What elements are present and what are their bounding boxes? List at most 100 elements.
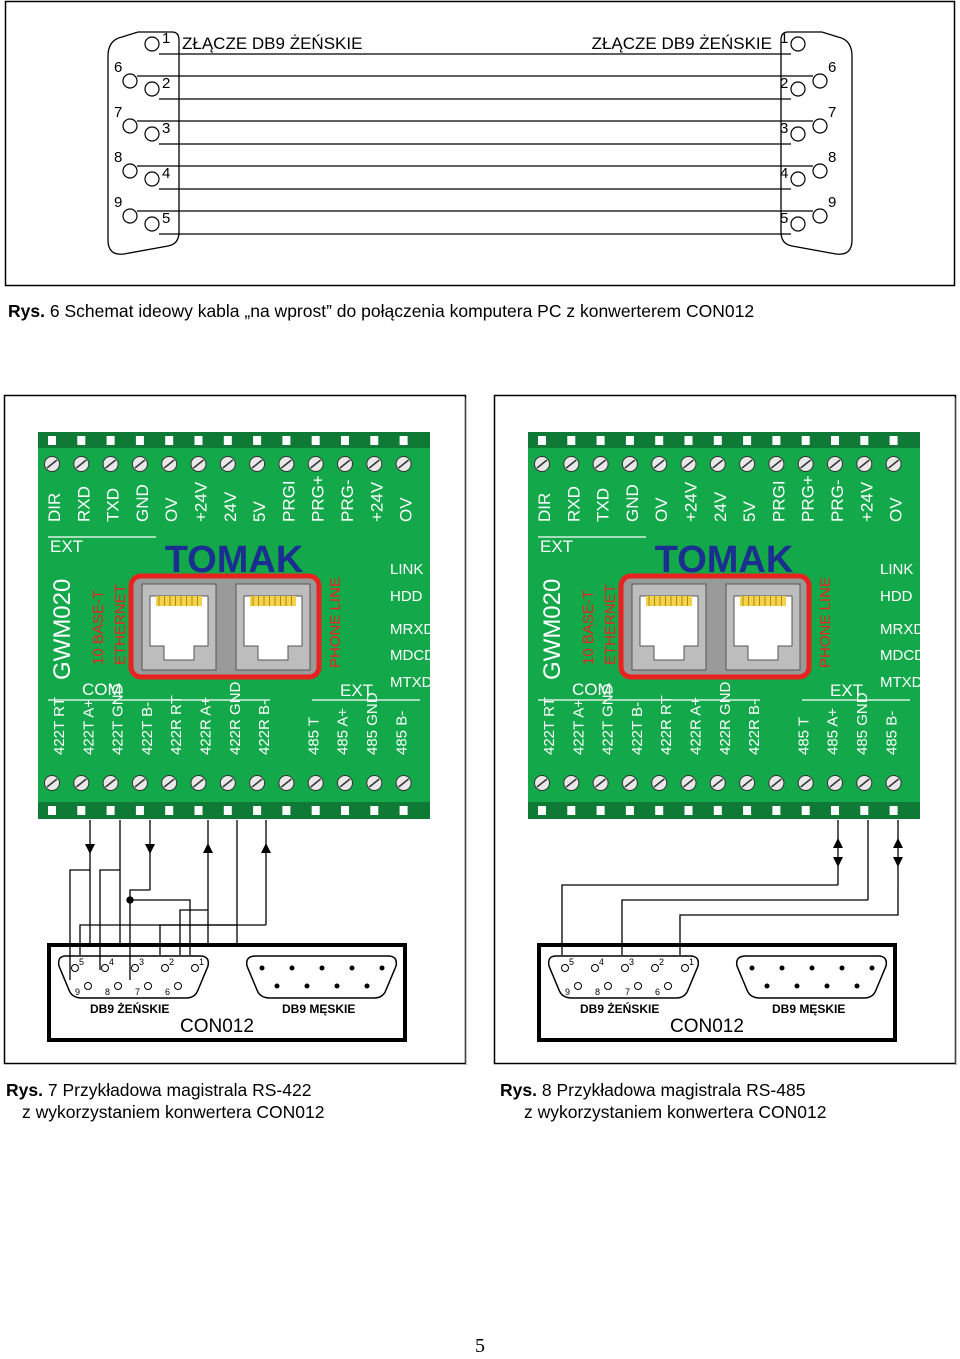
terminal-label: 485 GND [854, 692, 871, 755]
terminal-label: 422R A+ [198, 697, 215, 755]
pin-hole [122, 208, 138, 224]
figure-8-caption: Rys. 8 Przykładowa magistrala RS-485 z w… [500, 1079, 826, 1123]
com-label: COM [82, 680, 122, 699]
pin-number: 9 [75, 987, 80, 997]
terminal-slot [223, 436, 232, 445]
bus-wiring [561, 820, 903, 955]
terminal-slot [801, 436, 810, 445]
phone-line-label: PHONE LINE [327, 577, 344, 668]
rj11-port [235, 583, 311, 671]
pin-number: 7 [625, 987, 630, 997]
pin-hole [812, 163, 828, 179]
bus-wiring [69, 820, 271, 980]
terminal-label: 485 GND [364, 692, 381, 755]
pin-number: 5 [79, 957, 84, 967]
terminal-slot [253, 806, 262, 815]
terminal-label: DIR [535, 493, 554, 522]
pin-hole [144, 171, 160, 187]
terminal-slot [655, 436, 664, 445]
male-label: DB9 MĘSKIE [282, 1002, 355, 1016]
led-label: MRXD [390, 621, 434, 638]
terminal-slot [860, 806, 869, 815]
caption-prefix: Rys. [6, 1080, 43, 1100]
terminal-slot [194, 806, 203, 815]
terminal-slot [48, 806, 56, 815]
pin-number: 6 [114, 59, 122, 76]
terminal-slot [596, 436, 605, 445]
arrow-down-icon [893, 857, 903, 867]
terminal-slot [282, 806, 291, 815]
rj11-port [725, 583, 801, 671]
terminal-label: PRG- [828, 480, 847, 523]
terminal-slot [713, 806, 722, 815]
pin-number: 8 [114, 149, 122, 166]
junction-dot [126, 896, 134, 904]
terminal-slot [596, 806, 605, 815]
caption-prefix: Rys. [8, 301, 45, 321]
terminal-slot [135, 806, 144, 815]
db9-female-connector [547, 955, 700, 999]
terminal-slot [538, 806, 546, 815]
pin-number: 3 [780, 120, 788, 137]
terminal-label: 422T B- [629, 702, 646, 755]
pin-number: 3 [139, 957, 144, 967]
pin-hole [144, 216, 160, 232]
ethernet-label-1: 10 BASE-T [580, 590, 597, 665]
terminal-slot [194, 436, 203, 445]
pin-number: 3 [629, 957, 634, 967]
terminal-slot [625, 436, 634, 445]
terminal-label: 5V [740, 501, 759, 522]
con012-box [47, 943, 407, 1042]
female-label: DB9 ŻEŃSKIE [580, 1001, 659, 1016]
pin-hole [144, 36, 160, 52]
led-label: MRXD [880, 621, 924, 638]
pin-hole [790, 36, 806, 52]
terminal-label: PRG+ [799, 475, 818, 522]
pin-number: 7 [135, 987, 140, 997]
terminal-slot [567, 436, 576, 445]
terminal-label: TXD [104, 488, 123, 522]
terminal-label: 422T A+ [570, 699, 587, 755]
terminal-slot [860, 436, 869, 445]
terminal-slot [801, 806, 810, 815]
terminal-label: +24V [192, 481, 211, 522]
terminal-slot [253, 436, 262, 445]
pin-number: 2 [780, 75, 788, 92]
caption-line-2: z wykorzystaniem konwertera CON012 [524, 1102, 827, 1122]
terminal-slot [165, 806, 174, 815]
terminal-slot [223, 806, 232, 815]
terminal-slot [684, 436, 693, 445]
terminal-slot [772, 806, 781, 815]
terminal-label: 422T RT [51, 697, 68, 755]
terminal-label: DIR [45, 493, 64, 522]
male-label: DB9 MĘSKIE [772, 1002, 845, 1016]
ethernet-label-2: ETHERNET [602, 584, 619, 665]
terminal-label: 422R B- [746, 700, 763, 755]
terminal-label: 485 A+ [825, 708, 842, 755]
terminal-label: 422R A+ [688, 697, 705, 755]
terminal-label: 24V [221, 491, 240, 522]
caption-line-2: z wykorzystaniem konwertera CON012 [22, 1102, 325, 1122]
terminal-label: 422R GND [717, 681, 734, 755]
terminal-slot [889, 436, 898, 445]
terminal-slot [106, 436, 115, 445]
terminal-slot [370, 806, 379, 815]
terminal-label: GND [623, 484, 642, 522]
caption-line-1: 8 Przykładowa magistrala RS-485 [541, 1080, 806, 1100]
pin-number: 1 [199, 957, 204, 967]
pin-number: 1 [689, 957, 694, 967]
pin-number: 4 [109, 957, 114, 967]
terminal-label: PRG- [338, 480, 357, 523]
terminal-slot [743, 806, 752, 815]
arrow-down-icon [145, 844, 155, 854]
terminal-slot [889, 806, 898, 815]
figure-7-caption: Rys. 7 Przykładowa magistrala RS-422 z w… [6, 1079, 324, 1123]
